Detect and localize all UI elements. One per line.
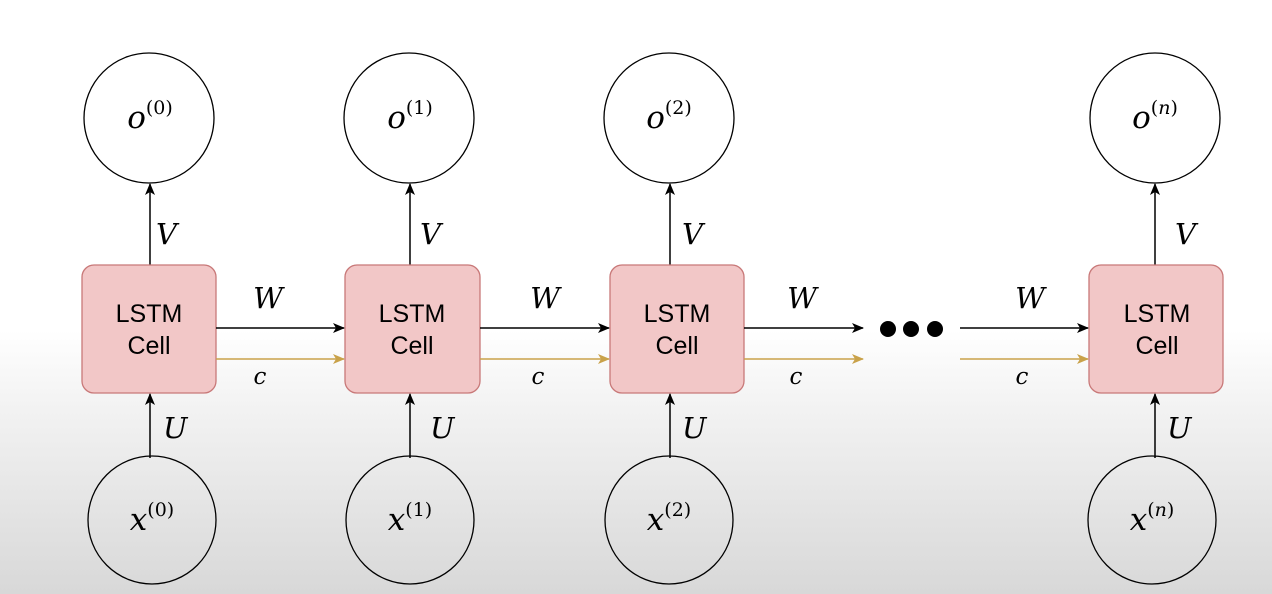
lstm-cell-2 bbox=[609, 264, 745, 394]
lstm-cell-1 bbox=[344, 264, 481, 394]
c-label-2-ellipsis: c bbox=[790, 364, 803, 390]
input-label-0: x(0) bbox=[130, 499, 174, 538]
lstm-cell-1-line2: Cell bbox=[390, 332, 433, 360]
c-label-1-2: c bbox=[532, 364, 545, 390]
lstm-cell-n-line2: Cell bbox=[1135, 332, 1178, 360]
lstm-cell-n bbox=[1088, 264, 1224, 394]
output-label-1: o(1) bbox=[387, 97, 433, 136]
output-label-2: o(2) bbox=[646, 97, 692, 136]
w-label-1-2: W bbox=[530, 281, 562, 315]
lstm-cell-0-line1: LSTM bbox=[116, 300, 183, 328]
input-node-1 bbox=[345, 455, 475, 585]
recurrent-link-2-ellipsis: W c bbox=[744, 281, 864, 390]
c-label-ellipsis-n: c bbox=[1016, 364, 1029, 390]
recurrent-link-1-2: W c bbox=[480, 281, 610, 390]
v-label-2: V bbox=[682, 217, 706, 251]
v-label-0: V bbox=[156, 217, 180, 251]
w-label-2-ellipsis: W bbox=[787, 281, 819, 315]
lstm-cell-0 bbox=[81, 264, 217, 394]
u-label-n: U bbox=[1167, 411, 1193, 445]
timestep-0: o(0) V LSTM Cell U x(0) bbox=[81, 52, 217, 585]
lstm-cell-2-line2: Cell bbox=[655, 332, 698, 360]
lstm-cell-0-line2: Cell bbox=[127, 332, 170, 360]
input-label-1: x(1) bbox=[388, 499, 432, 538]
ellipsis-dots bbox=[880, 321, 943, 337]
input-label-n: x(n) bbox=[1130, 499, 1175, 538]
timestep-1: o(1) V LSTM Cell U x(1) bbox=[343, 52, 481, 585]
u-label-1: U bbox=[430, 411, 456, 445]
timestep-2: o(2) V LSTM Cell U x(2) bbox=[603, 52, 745, 585]
w-label-0-1: W bbox=[253, 281, 285, 315]
c-label-0-1: c bbox=[254, 364, 267, 390]
lstm-cell-2-line1: LSTM bbox=[644, 300, 711, 328]
timestep-n: o(n) V LSTM Cell U x(n) bbox=[1087, 52, 1224, 585]
ellipsis-dot-2 bbox=[903, 321, 919, 337]
u-label-0: U bbox=[163, 411, 189, 445]
output-label-0: o(0) bbox=[127, 97, 173, 136]
input-node-0 bbox=[87, 455, 217, 585]
ellipsis-dot-1 bbox=[880, 321, 896, 337]
input-node-2 bbox=[604, 455, 734, 585]
input-label-2: x(2) bbox=[647, 499, 691, 538]
u-label-2: U bbox=[682, 411, 708, 445]
lstm-cell-1-line1: LSTM bbox=[379, 300, 446, 328]
recurrent-link-0-1: W c bbox=[216, 281, 345, 390]
recurrent-link-ellipsis-n: W c bbox=[960, 281, 1089, 390]
lstm-cell-n-line1: LSTM bbox=[1124, 300, 1191, 328]
v-label-1: V bbox=[420, 217, 444, 251]
w-label-ellipsis-n: W bbox=[1015, 281, 1047, 315]
output-label-n: o(n) bbox=[1132, 97, 1178, 136]
ellipsis-dot-3 bbox=[927, 321, 943, 337]
input-node-n bbox=[1087, 455, 1217, 585]
v-label-n: V bbox=[1175, 217, 1199, 251]
